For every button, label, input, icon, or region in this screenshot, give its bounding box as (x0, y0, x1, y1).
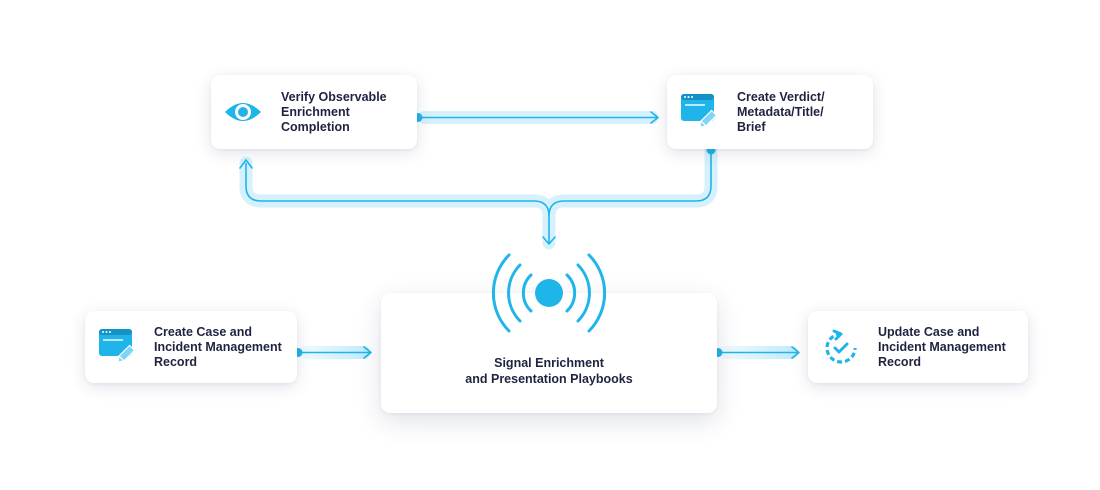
arrow-verify-to-verdict (413, 111, 659, 124)
browser-edit-icon (99, 329, 136, 363)
node-create-case: Create Case and Incident Management Reco… (85, 311, 297, 383)
node-label: Create Case and Incident Management Reco… (154, 325, 282, 369)
refresh-check-icon (825, 329, 857, 364)
browser-edit-icon (681, 94, 718, 128)
arrow-center-to-update-case (713, 346, 800, 359)
node-center-playbooks (381, 293, 717, 413)
arrow-create-case-to-center (293, 346, 372, 359)
node-update-case: Update Case and Incident Management Reco… (808, 311, 1028, 383)
center-node-label: Signal Enrichment and Presentation Playb… (465, 356, 633, 386)
node-label: Update Case and Incident Management Reco… (878, 325, 1006, 369)
node-label: Create Verdict/ Metadata/Title/ Brief (737, 90, 825, 134)
node-create-verdict: Create Verdict/ Metadata/Title/ Brief (667, 75, 873, 149)
signal-broadcast-icon (491, 253, 607, 333)
bracket-feedback-connector (239, 143, 718, 250)
node-label: Verify Observable Enrichment Completion (281, 90, 387, 134)
node-verify-enrichment: Verify Observable Enrichment Completion (211, 75, 417, 149)
eye-icon (225, 103, 261, 121)
